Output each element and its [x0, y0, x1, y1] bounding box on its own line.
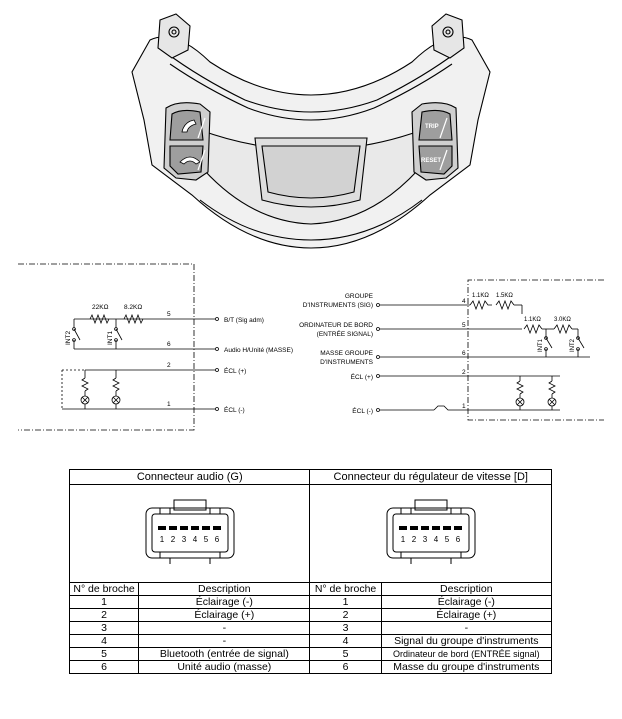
connector-pin-number: 1: [160, 535, 165, 544]
left-output-label: B/T (Sig adm): [224, 317, 264, 324]
audio-connector-title: Connecteur audio (G): [68, 469, 311, 485]
right-resistor-label: 3.0KΩ: [554, 317, 571, 323]
left-pin-number: 2: [167, 362, 171, 369]
connector-pin-number: 1: [401, 535, 406, 544]
table-row: 1 Éclairage (-) 1 Éclairage (-): [68, 595, 553, 609]
right-switch-label: INT1: [538, 338, 544, 352]
left-output-label: ÉCL (+): [224, 366, 246, 375]
phone-icon: [181, 119, 197, 133]
connector-pin-number: 4: [193, 535, 198, 544]
description-cell: Éclairage (+): [138, 608, 311, 622]
cruise-connector-title: Connecteur du régulateur de vitesse [D]: [309, 469, 552, 485]
connector-pin-number: 3: [182, 535, 187, 544]
pin-cell: 4: [68, 634, 140, 648]
pin-cell: 3: [68, 621, 140, 635]
right-pin-number: 1: [462, 403, 466, 410]
table-row: 6 Unité audio (masse) 6 Masse du groupe …: [68, 660, 553, 674]
connector-pin-number: 5: [445, 535, 450, 544]
right-pin-number: 6: [462, 350, 466, 357]
reset-button-label: RESET: [421, 158, 441, 164]
right-label: (ENTRÉE SIGNAL): [317, 329, 373, 338]
table-row: 3 - 3 -: [68, 621, 553, 635]
connector-pin-number: 6: [456, 535, 461, 544]
description-cell: -: [380, 621, 553, 635]
description-cell: Signal du groupe d'instruments: [380, 634, 553, 648]
connector-pin-number: 5: [204, 535, 209, 544]
description-cell: -: [138, 621, 311, 635]
pin-cell: 5: [68, 647, 140, 661]
description-cell: Éclairage (+): [380, 608, 553, 622]
switch-housing-illustration: [131, 13, 491, 249]
left-switch-label: INT1: [107, 331, 114, 345]
table-row: 4 - 4 Signal du groupe d'instruments: [68, 634, 553, 648]
pin-cell: 6: [309, 660, 382, 674]
left-schematic: [18, 263, 219, 431]
right-label: D'INSTRUMENTS: [320, 359, 374, 366]
pin-cell: 6: [68, 660, 140, 674]
cruise-connector-icon: 1 2 3 4 5 6: [386, 499, 476, 564]
description-column-header: Description: [380, 582, 553, 596]
left-pin-number: 5: [167, 311, 171, 318]
pin-column-header: N° de broche: [309, 582, 382, 596]
connector-pin-number: 2: [171, 535, 176, 544]
right-resistor-label: 1.5KΩ: [496, 293, 513, 299]
hangup-icon: [179, 156, 201, 165]
right-resistor-label: 1.1KΩ: [472, 293, 489, 299]
connector-pin-number: 4: [434, 535, 439, 544]
trip-button-label: TRIP: [425, 124, 439, 130]
right-pin-number: 2: [462, 369, 466, 376]
description-cell: Ordinateur de bord (ENTRÉE signal): [380, 647, 553, 661]
right-label: D'INSTRUMENTS (SIG): [303, 302, 373, 309]
pin-cell: 1: [68, 595, 140, 609]
audio-connector-icon: 1 2 3 4 5 6: [145, 499, 235, 564]
pin-cell: 5: [309, 647, 382, 661]
description-cell: Éclairage (-): [138, 595, 311, 609]
pin-cell: 2: [68, 608, 140, 622]
description-cell: Bluetooth (entrée de signal): [138, 647, 311, 661]
left-pin-number: 1: [167, 401, 171, 408]
right-schematic: [376, 279, 604, 421]
pin-cell: 4: [309, 634, 382, 648]
audio-connector-cell: 1 2 3 4 5 6: [68, 484, 311, 583]
pin-table: Connecteur audio (G) Connecteur du régul…: [68, 469, 553, 674]
right-label: ÉCL (-): [352, 406, 373, 415]
pin-column-header: N° de broche: [68, 582, 140, 596]
left-switch-label: INT2: [65, 331, 72, 345]
description-cell: Unité audio (masse): [138, 660, 311, 674]
table-row: 5 Bluetooth (entrée de signal) 5 Ordinat…: [68, 647, 553, 661]
pin-cell: 2: [309, 608, 382, 622]
right-label: ORDINATEUR DE BORD: [299, 322, 373, 329]
right-pin-number: 5: [462, 322, 466, 329]
right-pin-number: 4: [462, 298, 466, 305]
right-switch-label: INT2: [570, 338, 576, 352]
left-output-label: Audio H/Unité (MASSE): [224, 347, 293, 354]
connector-pin-number: 3: [423, 535, 428, 544]
left-pin-number: 6: [167, 341, 171, 348]
connector-pin-number: 6: [215, 535, 220, 544]
right-resistor-label: 1.1KΩ: [524, 317, 541, 323]
table-row: 2 Éclairage (+) 2 Éclairage (+): [68, 608, 553, 622]
pin-cell: 3: [309, 621, 382, 635]
cruise-connector-cell: 1 2 3 4 5 6: [309, 484, 552, 583]
left-resistor-label: 22KΩ: [92, 304, 109, 311]
right-label: MASSE GROUPE: [320, 350, 373, 357]
description-column-header: Description: [138, 582, 311, 596]
left-output-label: ÉCL (-): [224, 405, 245, 414]
right-label: GROUPE: [345, 293, 374, 300]
description-cell: Éclairage (-): [380, 595, 553, 609]
left-resistor-label: 8.2KΩ: [124, 304, 142, 311]
description-cell: -: [138, 634, 311, 648]
connector-pin-number: 2: [412, 535, 417, 544]
description-cell: Masse du groupe d'instruments: [380, 660, 553, 674]
diagram-drawing: TRIP RESET: [18, 13, 604, 431]
pin-cell: 1: [309, 595, 382, 609]
right-label: ÉCL (+): [351, 372, 373, 381]
